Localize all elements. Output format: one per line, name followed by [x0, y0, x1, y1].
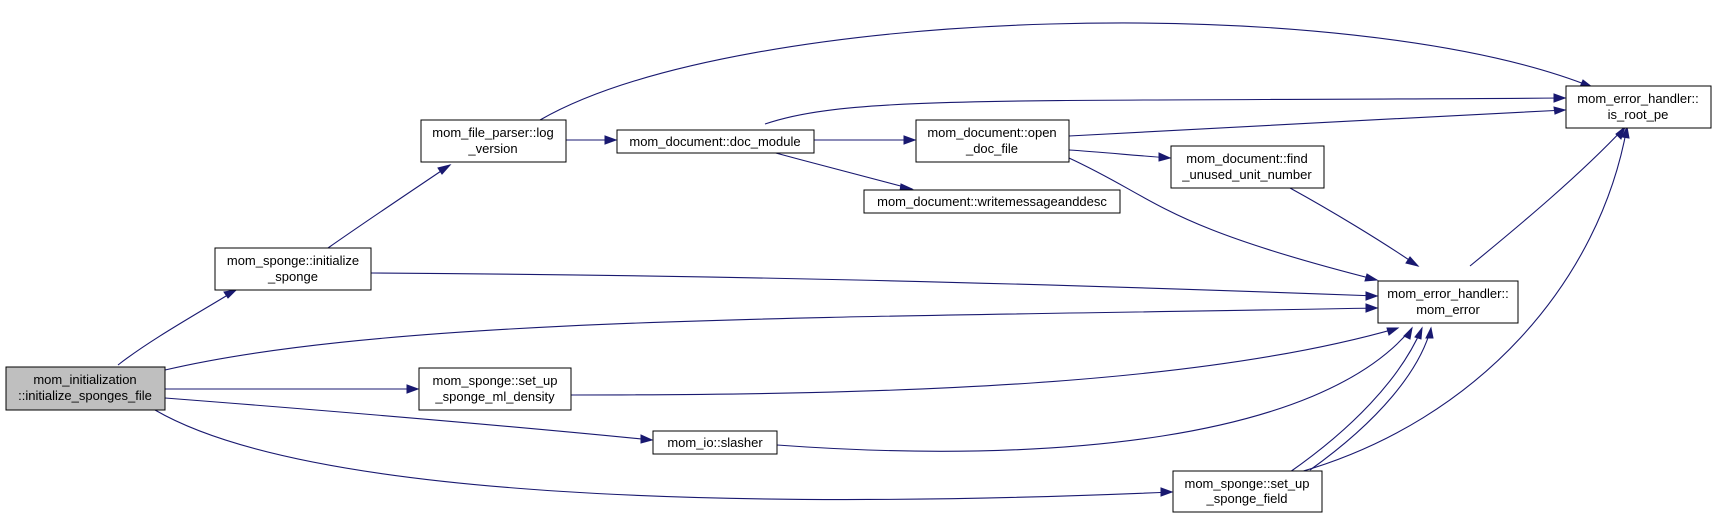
node-label-line1: mom_initialization: [33, 372, 136, 387]
edge-set-up-sponge-field-to-is-root-pe: [1299, 125, 1630, 473]
node-find-unused-unit-number[interactable]: mom_document::find _unused_unit_number: [1170, 145, 1325, 189]
node-label-line1: mom_error_handler::: [1577, 91, 1698, 106]
node-initialize-sponge[interactable]: mom_sponge::initialize _sponge: [214, 247, 372, 291]
edge-set-up-sponge-field-to-mom-error-b: [1309, 326, 1434, 471]
edge-initialize-sponges-file-to-set-up-sponge-field: [154, 409, 1174, 500]
edge-slasher-to-mom-error: [776, 326, 1413, 452]
edge-log-version-to-doc-module: [566, 135, 618, 145]
edge-set-up-sponge-ml-density-to-mom-error: [570, 327, 1400, 396]
edge-find-unused-unit-number-to-mom-error: [1289, 187, 1420, 267]
node-mom-error[interactable]: mom_error_handler:: mom_error: [1377, 280, 1519, 324]
edge-doc-module-to-open-doc-file: [814, 135, 917, 145]
node-label-line2: _sponge_ml_density: [434, 389, 555, 404]
node-label-line1: mom_document::open: [927, 125, 1056, 140]
edges: [117, 22, 1630, 500]
node-label-line2: _sponge_field: [1206, 491, 1288, 506]
node-label-line1: mom_document::doc_module: [629, 134, 800, 149]
node-label-line1: mom_sponge::set_up: [1184, 476, 1309, 491]
edge-log-version-to-is-root-pe: [539, 22, 1594, 121]
node-label-line2: _sponge: [267, 269, 318, 284]
edge-mom-error-to-is-root-pe: [1469, 125, 1626, 267]
node-set-up-sponge-ml-density[interactable]: mom_sponge::set_up _sponge_ml_density: [418, 367, 572, 411]
node-label-line1: mom_sponge::initialize: [227, 253, 359, 268]
edge-initialize-sponges-file-to-set-up-sponge-ml-density: [165, 384, 420, 394]
node-log-version[interactable]: mom_file_parser::log _version: [420, 119, 567, 163]
edge-doc-module-to-writemessageanddesc: [771, 151, 914, 192]
node-label-line2: _doc_file: [965, 141, 1018, 156]
node-is-root-pe[interactable]: mom_error_handler:: is_root_pe: [1565, 85, 1712, 129]
edge-initialize-sponge-to-log-version: [327, 164, 452, 249]
edge-open-doc-file-to-is-root-pe: [1068, 106, 1567, 137]
node-label-line2: mom_error: [1416, 302, 1480, 317]
edge-set-up-sponge-field-to-mom-error-a: [1289, 326, 1423, 473]
node-label-line1: mom_document::writemessageanddesc: [877, 194, 1107, 209]
edge-initialize-sponges-file-to-initialize-sponge: [117, 289, 238, 366]
nodes: mom_initialization ::initialize_sponges_…: [5, 85, 1712, 513]
node-label-line1: mom_file_parser::log: [432, 125, 553, 140]
node-label-line2: ::initialize_sponges_file: [18, 388, 152, 403]
edge-initialize-sponges-file-to-mom-error: [164, 303, 1379, 371]
node-label-line1: mom_io::slasher: [667, 435, 763, 450]
node-open-doc-file[interactable]: mom_document::open _doc_file: [915, 119, 1070, 163]
edge-open-doc-file-to-find-unused-unit-number: [1068, 149, 1172, 162]
node-label-line2: is_root_pe: [1608, 107, 1669, 122]
node-slasher[interactable]: mom_io::slasher: [652, 430, 778, 455]
edge-initialize-sponges-file-to-slasher: [164, 397, 654, 444]
edge-initialize-sponge-to-mom-error: [370, 272, 1379, 301]
node-set-up-sponge-field[interactable]: mom_sponge::set_up _sponge_field: [1172, 470, 1323, 513]
node-writemessageanddesc[interactable]: mom_document::writemessageanddesc: [863, 189, 1121, 214]
node-label-line1: mom_sponge::set_up: [432, 373, 557, 388]
node-label-line1: mom_error_handler::: [1387, 286, 1508, 301]
node-initialize-sponges-file[interactable]: mom_initialization ::initialize_sponges_…: [5, 366, 166, 411]
node-label-line2: _version: [467, 141, 517, 156]
node-doc-module[interactable]: mom_document::doc_module: [616, 129, 815, 154]
edge-doc-module-to-is-root-pe: [764, 93, 1567, 125]
edge-open-doc-file-to-mom-error: [1068, 157, 1379, 282]
node-label-line1: mom_document::find: [1186, 151, 1307, 166]
node-label-line2: _unused_unit_number: [1181, 167, 1312, 182]
